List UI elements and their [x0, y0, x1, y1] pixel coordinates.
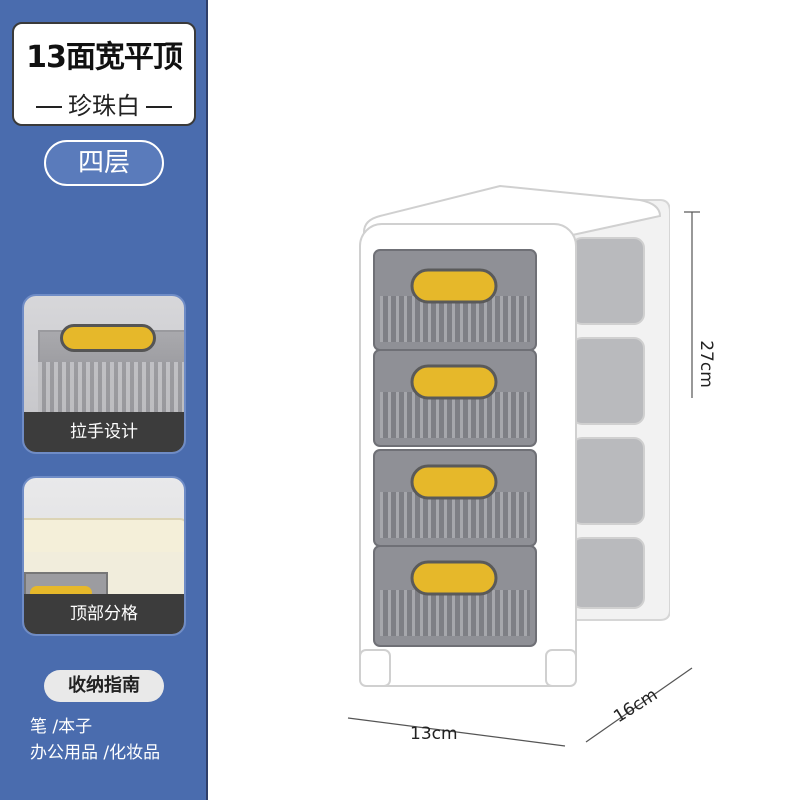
drawer-4 — [373, 545, 537, 647]
storage-guide-badge: 收纳指南 — [44, 670, 164, 702]
drawer-1 — [373, 249, 537, 351]
product-title: 13面宽平顶 — [26, 40, 183, 75]
top-compartment-thumbnail: 顶部分格 — [22, 476, 186, 636]
drawer-cabinet-illustration — [359, 184, 670, 687]
height-dimension-label: 27cm — [695, 340, 716, 388]
product-color-line: 珍珠白 — [14, 86, 194, 121]
layers-badge: 四层 — [44, 140, 164, 186]
product-title-box: 13面宽平顶 珍珠白 — [12, 22, 196, 126]
drawer-ribs-image — [38, 362, 184, 416]
drawer-2 — [373, 349, 537, 447]
handle-icon — [60, 324, 156, 352]
product-color: 珍珠白 — [68, 92, 140, 120]
thumbnail-caption: 拉手设计 — [24, 412, 184, 452]
cabinet-leg-left — [359, 649, 391, 687]
dash-right-icon — [146, 106, 172, 108]
thumbnail-caption: 顶部分格 — [24, 594, 184, 634]
cabinet-leg-right — [545, 649, 577, 687]
uses-line-2: 办公用品 /化妆品 — [30, 743, 161, 763]
side-openings — [571, 237, 645, 609]
handle-design-thumbnail: 拉手设计 — [22, 294, 186, 454]
uses-line-1: 笔 /本子 — [30, 717, 93, 737]
width-dimension-label: 13cm — [410, 724, 458, 744]
drawer-3 — [373, 449, 537, 547]
sidebar-panel: 13面宽平顶 珍珠白 四层 拉手设计 顶部分格 收纳指南 笔 /本子 办公用品 … — [0, 0, 208, 800]
dash-left-icon — [36, 106, 62, 108]
